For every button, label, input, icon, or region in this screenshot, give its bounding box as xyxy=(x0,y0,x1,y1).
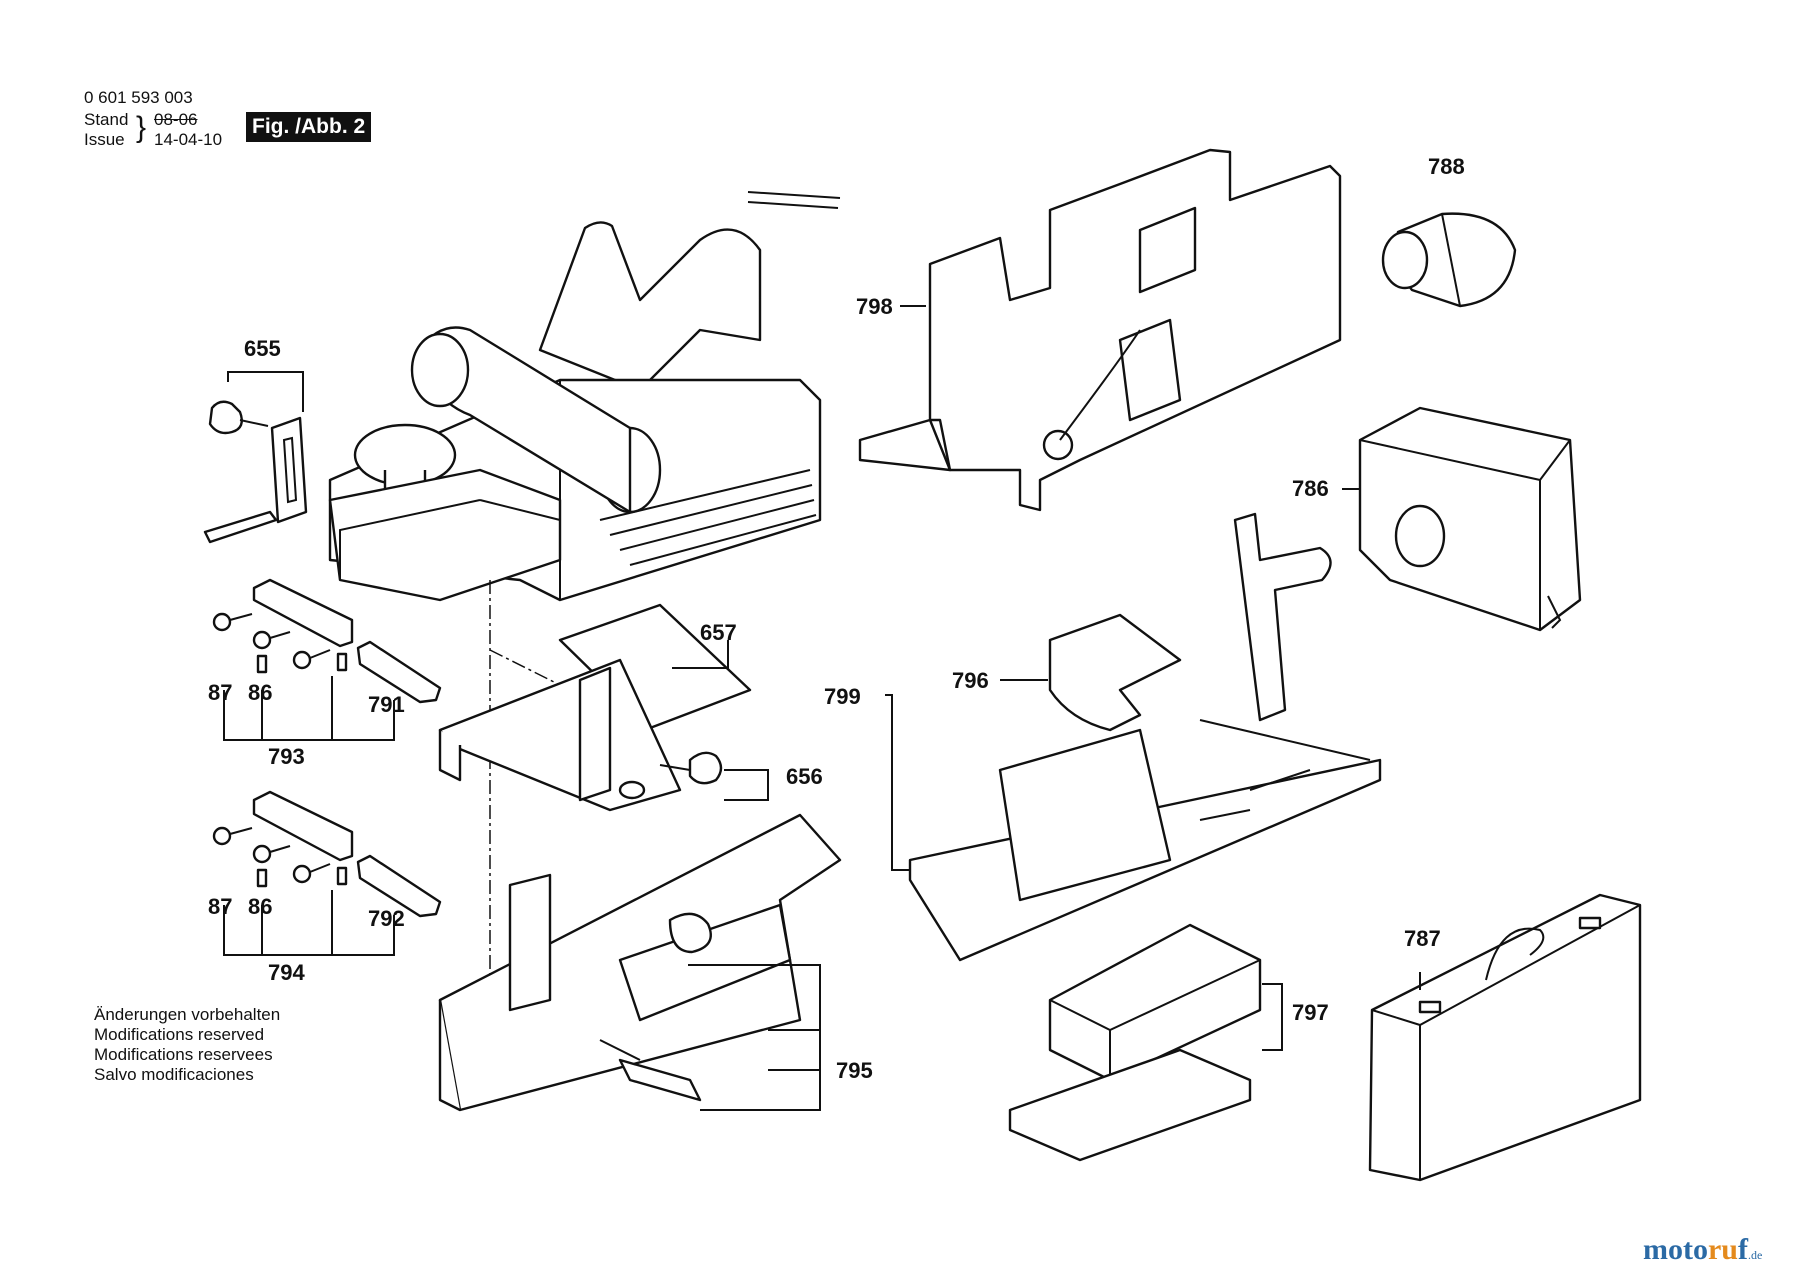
part-787-label: 787 xyxy=(1404,926,1441,951)
part-793-illustration xyxy=(212,578,442,741)
part-792-label: 792 xyxy=(368,906,405,931)
part-788-illustration xyxy=(1381,212,1517,308)
part-797-illustration xyxy=(1008,923,1283,1162)
part-798-label: 798 xyxy=(856,294,893,319)
part-799-label: 799 xyxy=(824,684,861,709)
watermark-tld: .de xyxy=(1747,1248,1763,1262)
part-786-illustration xyxy=(1342,406,1582,632)
footer-line-fr: Modifications reservees xyxy=(94,1045,273,1064)
part-labels: 655 657 656 87 86 791 793 87 86 792 794 … xyxy=(208,154,1465,1083)
part-796-799-illustration xyxy=(885,512,1382,962)
footer-line-en: Modifications reserved xyxy=(94,1025,265,1044)
part-86-label-a: 86 xyxy=(248,680,272,705)
part-788-label: 788 xyxy=(1428,154,1465,179)
part-86-label-b: 86 xyxy=(248,894,272,919)
footer-line-de: Änderungen vorbehalten xyxy=(94,1005,281,1024)
footer-notes: Änderungen vorbehalten Modifications res… xyxy=(94,1005,280,1085)
part-791-label: 791 xyxy=(368,692,405,717)
watermark-part-3: f xyxy=(1737,1233,1748,1266)
part-87-label-b: 87 xyxy=(208,894,232,919)
part-87-label-a: 87 xyxy=(208,680,232,705)
brace-glyph: } xyxy=(136,111,147,144)
part-797-label: 797 xyxy=(1292,1000,1329,1025)
part-655-illustration xyxy=(203,371,308,544)
part-786-label: 786 xyxy=(1292,476,1329,501)
planer-body-illustration xyxy=(328,191,841,602)
part-657-656-illustration xyxy=(438,603,769,812)
part-795-label: 795 xyxy=(836,1058,873,1083)
part-798-illustration xyxy=(858,148,1342,512)
part-794-label: 794 xyxy=(268,960,305,985)
watermark-part-2: ru xyxy=(1707,1233,1738,1266)
part-655-label: 655 xyxy=(244,336,281,361)
part-796-label: 796 xyxy=(952,668,989,693)
issue-label: Issue xyxy=(84,130,125,149)
stand-label: Stand xyxy=(84,110,129,129)
part-794-illustration xyxy=(212,790,442,956)
part-657-label: 657 xyxy=(700,620,737,645)
stand-date: 08-06 xyxy=(154,110,198,129)
part-793-label: 793 xyxy=(268,744,305,769)
figure-badge: Fig. /Abb. 2 xyxy=(246,112,372,142)
part-795-illustration xyxy=(438,813,842,1112)
watermark-logo: motoruf.de xyxy=(1643,1233,1762,1267)
part-number: 0 601 593 003 xyxy=(84,88,193,107)
footer-line-es: Salvo modificaciones xyxy=(94,1065,254,1084)
issue-date: 14-04-10 xyxy=(154,130,223,149)
watermark-part-1: moto xyxy=(1643,1233,1708,1266)
part-656-label: 656 xyxy=(786,764,823,789)
part-787-illustration xyxy=(1368,893,1642,1182)
